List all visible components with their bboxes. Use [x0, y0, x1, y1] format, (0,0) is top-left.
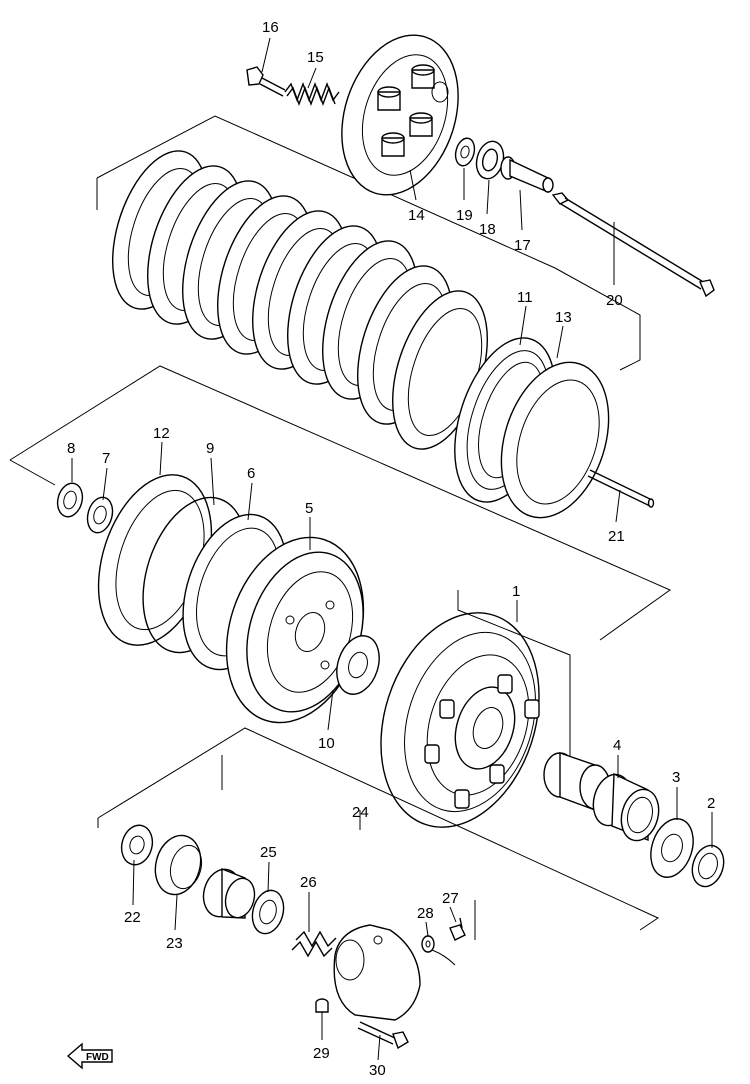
- callout-5: 5: [305, 500, 313, 517]
- callout-26: 26: [300, 874, 317, 891]
- cylinder-bolt: [357, 1021, 409, 1050]
- leader-lines: [71, 37, 713, 1061]
- hub-group-bracket: [9, 365, 672, 641]
- dowel-pin: [315, 998, 329, 1013]
- callout-10: 10: [318, 735, 335, 752]
- release-cylinder-body: [333, 924, 421, 1021]
- piston-spring: [291, 930, 337, 958]
- pressure-plate: [341, 34, 459, 196]
- callout-12: 12: [153, 425, 170, 442]
- bleeder-valve: [431, 917, 466, 966]
- housing-bracket: [457, 590, 571, 760]
- plates-group-bracket: [96, 115, 641, 371]
- fwd-label: FWD: [86, 1052, 109, 1063]
- callout-17: 17: [514, 237, 531, 254]
- clutch-plate-stack: [111, 150, 655, 519]
- push-rod-long: [551, 192, 715, 298]
- callout-23: 23: [166, 935, 183, 952]
- callout-18: 18: [479, 221, 496, 238]
- needle-bearing: [592, 772, 660, 842]
- callout-numbers: 16 15 14 19 18 17 20 11 13 21 8 7 12 9 6…: [67, 19, 715, 1079]
- callout-22: 22: [124, 909, 141, 926]
- release-seal: [120, 824, 154, 866]
- callout-28: 28: [417, 905, 434, 922]
- callout-11: 11: [517, 289, 533, 306]
- callout-19: 19: [456, 207, 473, 224]
- callout-27: 27: [442, 890, 459, 907]
- callout-1: 1: [512, 583, 520, 600]
- callout-14: 14: [408, 207, 425, 224]
- callout-6: 6: [247, 465, 255, 482]
- thrust-washer: [336, 635, 380, 695]
- callout-25: 25: [260, 844, 277, 861]
- clutch-sleeve-hub: [225, 536, 365, 724]
- push-rod-short: [587, 469, 655, 508]
- callout-13: 13: [555, 309, 572, 326]
- callout-21: 21: [608, 528, 625, 545]
- hub-washer: [86, 496, 114, 534]
- callout-8: 8: [67, 440, 75, 457]
- bleeder-washer: [421, 935, 435, 953]
- callout-16: 16: [262, 19, 279, 36]
- release-piston-cup: [154, 834, 203, 896]
- spring-bolt: [246, 66, 286, 97]
- release-piston: [202, 867, 256, 919]
- callout-29: 29: [313, 1045, 330, 1062]
- callout-7: 7: [102, 450, 110, 467]
- thrust-washer-housing: [650, 818, 694, 878]
- callout-15: 15: [307, 49, 324, 66]
- housing-bushing: [691, 844, 725, 888]
- callout-4: 4: [613, 737, 621, 754]
- primary-driven-gear-assy: [380, 612, 540, 828]
- cylinder-group-bracket: [97, 727, 660, 940]
- piston-seal: [251, 889, 285, 935]
- callout-2: 2: [707, 795, 715, 812]
- pressure-spring: [284, 82, 340, 106]
- callout-24: 24: [352, 804, 369, 821]
- hub-nut: [56, 482, 84, 518]
- push-piece: [500, 156, 554, 194]
- callout-20: 20: [606, 292, 623, 309]
- end-plate: [500, 361, 610, 519]
- fwd-arrow-icon: FWD: [66, 1042, 113, 1070]
- callout-30: 30: [369, 1062, 386, 1079]
- callout-9: 9: [206, 440, 214, 457]
- callout-3: 3: [672, 769, 680, 786]
- bearing-washer: [454, 137, 476, 167]
